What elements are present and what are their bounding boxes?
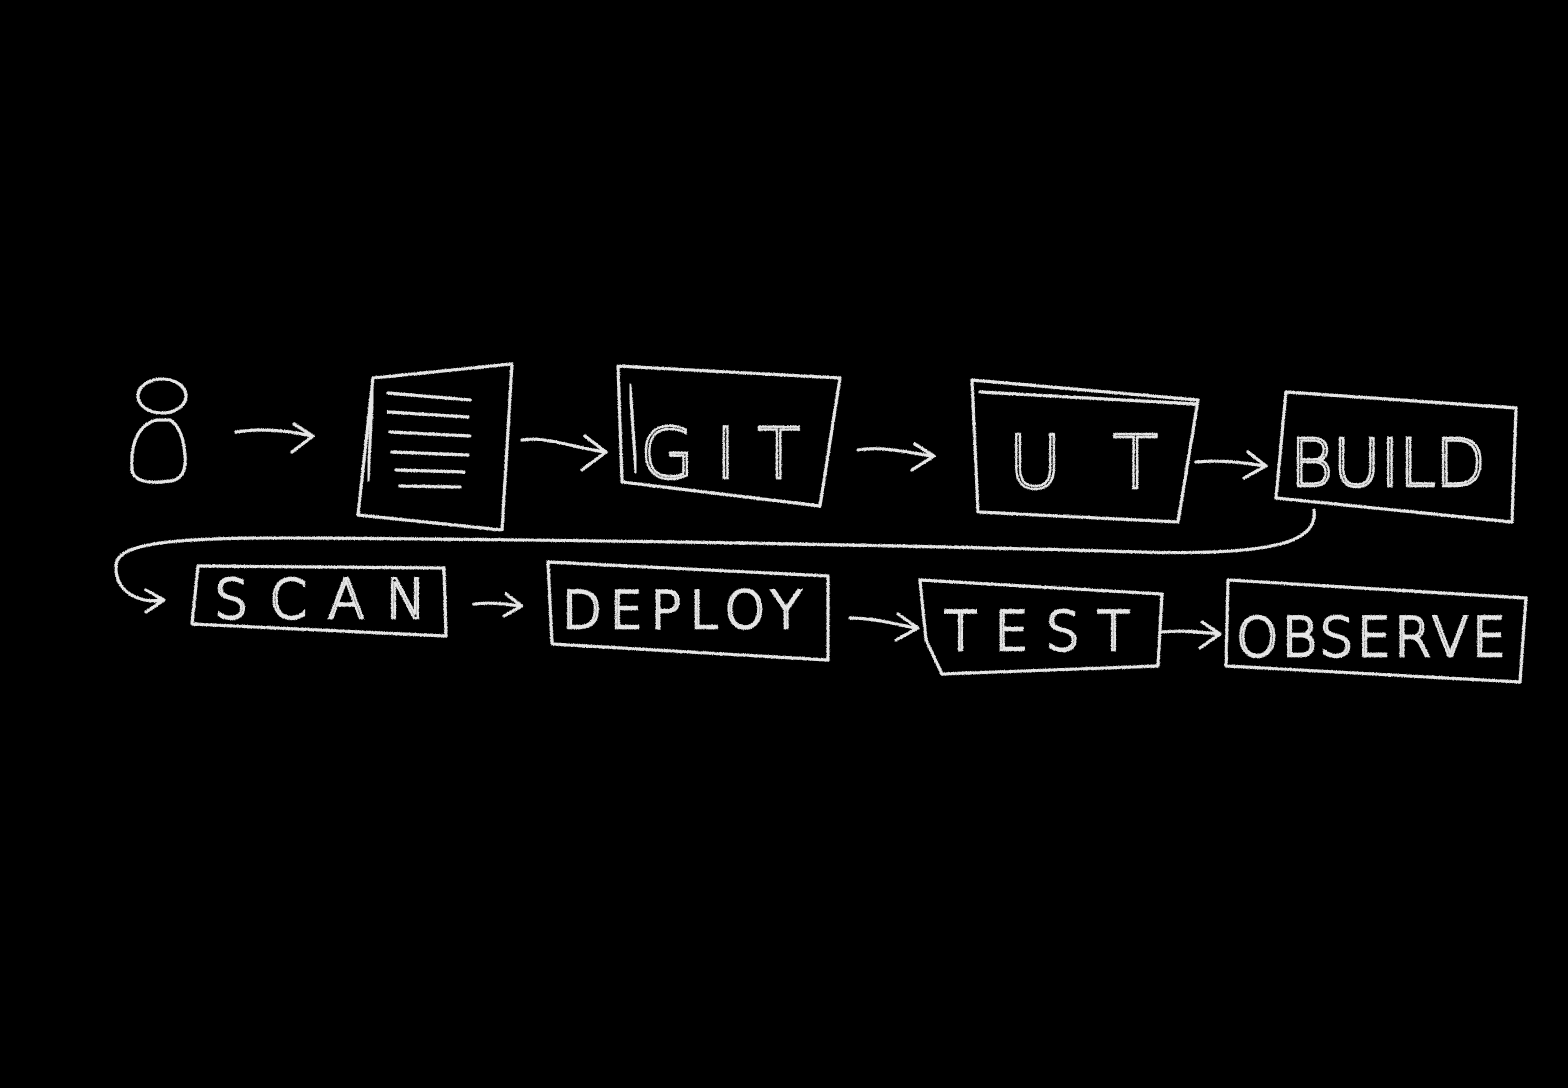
arrow-document-to-git [520,434,608,472]
arrow-person-to-document [234,422,315,454]
step-label-build: BUILD [1290,425,1486,502]
document-icon [356,362,514,532]
step-box-git [616,364,842,508]
step-box-scan [190,564,448,638]
arrow-scan-to-deploy [472,592,524,618]
arrow-ut-to-build [1194,450,1268,480]
step-box-test [918,578,1164,676]
step-label-ut: UT [1008,420,1158,506]
step-label-git: GIT [640,413,800,495]
step-label-observe: OBSERVE [1236,606,1506,669]
step-label-test: TEST [944,600,1130,663]
connector-build-to-scan [114,508,1316,614]
arrow-git-to-ut [856,442,936,472]
step-label-deploy: DEPLOY [562,581,802,641]
person-icon [130,377,188,484]
step-box-deploy [546,560,830,662]
arrow-deploy-to-test [848,612,920,642]
step-box-build [1274,390,1518,524]
step-box-observe [1224,578,1528,684]
step-label-scan: SCAN [214,568,426,631]
step-box-ut [970,378,1200,524]
arrow-test-to-observe [1160,620,1222,650]
